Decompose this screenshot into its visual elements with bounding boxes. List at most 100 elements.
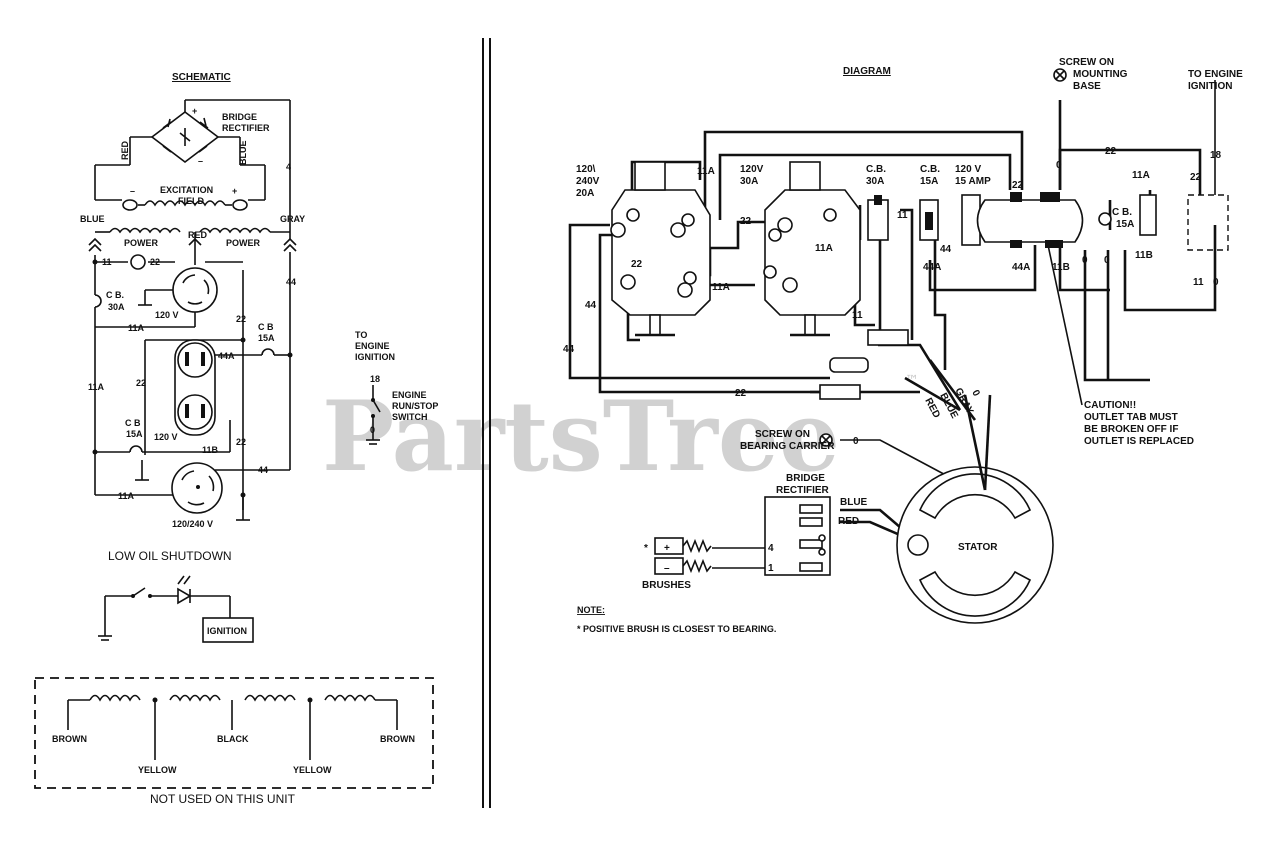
outlet-120-15-label-1: 120 V [955,164,981,175]
wire-11b: 11B [1052,262,1070,273]
wire-11a-left: 11A [712,282,730,293]
rectifier-minus: – [198,156,203,166]
wire-4-brush: 4 [768,543,774,554]
wire-0-label: 0 [370,425,375,435]
wire-22-top-right: 22 [1105,146,1117,157]
schematic-wiring [94,252,291,521]
rectifier-plus: + [192,106,197,116]
rectifier-blue-label: BLUE [238,141,248,166]
stator-red-lead: RED [922,396,942,420]
engine-switch-label-2: RUN/STOP [392,401,438,411]
low-oil-title: LOW OIL SHUTDOWN [108,549,232,563]
wire-11-cb: 11 [897,210,908,221]
wire-22-label-mid: 22 [236,314,246,324]
black-label: BLACK [217,734,249,744]
screw-bearing-label-2: BEARING CARRIER [740,441,835,452]
yellow-right-label: YELLOW [293,765,332,775]
wire-11a-top: 11A [697,166,715,177]
junction-dot [240,337,246,343]
wire-11-low: 11 [852,310,863,321]
junction-dot [240,492,246,498]
low-oil-shutdown-section: LOW OIL SHUTDOWN IGNITION [98,549,254,643]
bridge-rectifier-label-2: RECTIFIER [222,123,270,133]
rectifier-blue-label: BLUE [840,497,868,508]
wire-11a-label-left: 11A [88,382,105,392]
excitation-field-label-2: FIELD [178,196,204,206]
brush-minus: – [664,563,670,574]
engine-switch-label-1: ENGINE [392,390,427,400]
diagram-title: DIAGRAM [843,66,891,77]
power-label-left: POWER [124,238,159,248]
wire-22-bottom: 22 [735,388,747,399]
outlet-120-240v-label: 120/240 V [172,519,213,529]
wire-44a-label: 44A [218,351,235,361]
wire-11a-far-right: 11A [1132,170,1150,181]
outlet-120v-a-label: 120 V [155,310,179,320]
diagram-section: DIAGRAM [563,57,1243,634]
brown-left-label: BROWN [52,734,87,744]
gray-lead-label: GRAY [280,214,305,224]
junction-dot [287,352,293,358]
caution-line-4: OUTLET IS REPLACED [1084,436,1194,447]
engine-ignition-connector [1187,80,1229,251]
screw-mounting-base [1053,68,1067,82]
cb30-label-2: 30A [866,176,884,187]
wire-11a-label-low: 11A [118,491,135,501]
wire-44-cb: 44 [940,244,952,255]
wire-22-outlet: 22 [1012,180,1024,191]
stator-zero-lead: 0 [969,388,982,398]
wire-44-left-inner: 44 [585,300,597,311]
outlet-120-30-label-2: 30A [740,176,758,187]
wire-44a-right: 44A [1012,262,1030,273]
cb15-left-label-1: C B [125,418,141,428]
outlet-120v-15a-receptacle [961,192,1084,248]
rectifier-red-label: RED [838,516,859,527]
excitation-plus: + [232,186,237,196]
wire-11-label: 11 [102,257,112,267]
wire-22-label-left: 22 [136,378,146,388]
cb30-label-1: C.B. [866,164,886,175]
outlet-120-240v [171,462,223,514]
engine-switch-label-3: SWITCH [392,412,428,422]
engine-ignition-label-3: IGNITION [355,352,395,362]
schematic-title: SCHEMATIC [172,72,231,83]
outlet-240-label-1: 120\ [576,164,596,175]
screw-mount-label-3: BASE [1073,81,1101,92]
wire-11b-right: 11B [1135,250,1153,261]
note-text: * POSITIVE BRUSH IS CLOSEST TO BEARING. [577,624,776,634]
cb15-label-2: 15A [920,176,938,187]
outlet-120v-b-label: 120 V [154,432,178,442]
wire-44a-left: 44A [923,262,941,273]
circuit-breaker-15a-right [1098,194,1157,236]
outlet-240-label-3: 20A [576,188,594,199]
wire-22-mid: 22 [740,216,752,227]
junction-dot [92,259,98,265]
unused-winding-dashed-box [34,677,434,789]
outlet-120v-duplex [174,339,216,436]
screw-bearing-label-1: SCREW ON [755,429,810,440]
wire-0-a: 0 [1082,255,1088,266]
rectifier-label-1: BRIDGE [786,473,825,484]
unused-winding-caption: NOT USED ON THIS UNIT [150,792,296,806]
wire-22-label-low: 22 [236,437,246,447]
cb30-label-2: 30A [108,302,125,312]
ignition-box [202,617,254,643]
cb30-label-1: C B. [106,290,124,300]
brush-plus: + [664,543,670,554]
engine-run-stop-switch [366,385,381,445]
ignition-label: IGNITION [207,626,247,636]
to-ignition-label-1: TO ENGINE [1188,69,1243,80]
power-winding [88,227,297,265]
brush-asterisk: * [644,543,648,554]
rectifier-box [764,496,831,576]
outlet-240v-receptacle [610,161,711,337]
wire-44-left-outer: 44 [563,344,575,355]
engine-ignition-label-2: ENGINE [355,341,390,351]
engine-ignition-label-1: TO [355,330,367,340]
excitation-minus: – [130,186,135,196]
cb15-right-label-2: 15A [258,333,275,343]
wire-11b-label: 11B [202,445,219,455]
outlet-120v-30a-receptacle [763,161,861,337]
screw-mount-label-2: MOUNTING [1073,69,1128,80]
